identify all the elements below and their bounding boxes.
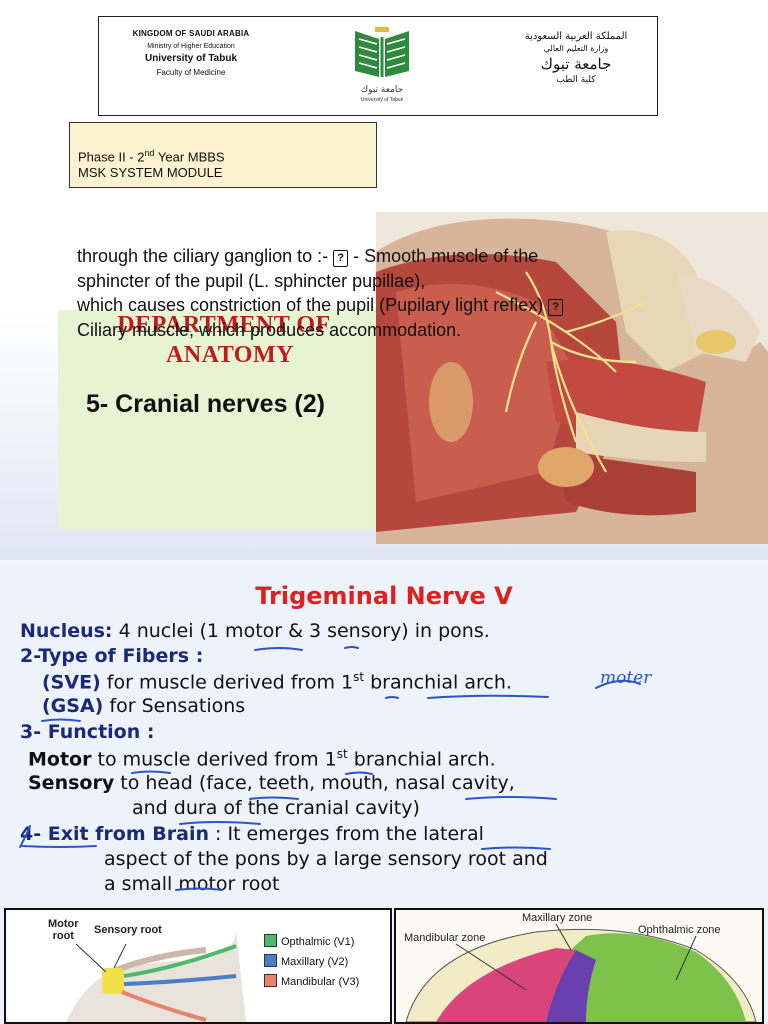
legend-label: Opthalmic (V1) <box>281 936 355 948</box>
sensory-label: Sensory <box>28 772 115 794</box>
department-line1: DEPARTMENT OF <box>117 312 331 338</box>
university-header: KINGDOM OF SAUDI ARABIA Ministry of High… <box>98 16 658 116</box>
overlay-line-3-a: which causes constriction of the pupil (… <box>77 295 549 315</box>
title-slide: KINGDOM OF SAUDI ARABIA Ministry of High… <box>0 0 768 560</box>
legend-swatch <box>264 974 277 987</box>
sensory-zones-figure: Maxillary zone Mandibular zone Ophthalmi… <box>394 908 764 1024</box>
ministry-name-arabic: وزارة التعليم العالي <box>543 44 609 53</box>
phase-info-box: Phase II - 2nd Year MBBS MSK SYSTEM MODU… <box>69 122 377 188</box>
logo-caption-arabic: جامعة تبوك <box>360 85 404 95</box>
overlay-line-1-b: - Smooth muscle of the <box>348 246 539 266</box>
motor-root-label: Motor root <box>48 918 79 942</box>
legend-opthalmic: Opthalmic (V1) <box>264 934 354 948</box>
exit-line: 4- Exit from Brain : It emerges from the… <box>20 823 484 845</box>
legend-label: Maxillary (V2) <box>281 956 349 968</box>
sve-text: for muscle derived from 1 <box>100 671 354 694</box>
sensory-line-2: and dura of the cranial cavity) <box>132 797 420 819</box>
sensory-line: Sensory to head (face, teeth, mouth, nas… <box>28 772 515 794</box>
university-name: University of Tabuk <box>144 53 238 64</box>
gsa-line: (GSA) for Sensations <box>42 695 245 717</box>
legend-maxillary: Maxillary (V2) <box>264 954 348 968</box>
sve-label: (SVE) <box>42 671 101 694</box>
overlay-text-block: through the ciliary ganglion to :- ? - S… <box>77 244 767 342</box>
faculty-name: Faculty of Medicine <box>156 68 226 77</box>
gsa-text: for Sensations <box>103 695 246 717</box>
maxillary-zone-label: Maxillary zone <box>522 912 593 924</box>
nucleus-label: Nucleus: <box>20 620 113 642</box>
exit-line-3: a small motor root <box>104 873 280 895</box>
overlay-line-4: Ciliary muscle, which produces accommoda… <box>77 319 462 340</box>
title-panel <box>58 310 376 530</box>
nucleus-text: 4 nuclei (1 motor & 3 sensory) in pons. <box>112 620 490 642</box>
legend-label: Mandibular (V3) <box>281 976 360 988</box>
overlay-line-3: which causes constriction of the pupil (… <box>77 293 767 318</box>
legend-mandibular: Mandibular (V3) <box>264 974 359 988</box>
mandibular-zone-label: Mandibular zone <box>404 932 486 944</box>
logo-caption-english: University of Tabuk <box>360 97 404 103</box>
motor-sup: st <box>336 747 348 761</box>
legend-swatch <box>264 954 277 967</box>
overlay-line-1: through the ciliary ganglion to :- ? - S… <box>77 244 767 269</box>
sve-line: (SVE) for muscle derived from 1st branch… <box>42 670 512 693</box>
motor-text-end: branchial arch. <box>347 748 496 771</box>
fibers-heading: 2-Type of Fibers : <box>20 645 204 667</box>
exit-line-2: aspect of the pons by a large sensory ro… <box>104 848 548 870</box>
overlay-line-1-a: through the ciliary ganglion to :- <box>77 246 334 266</box>
handwritten-note: moter <box>600 668 652 688</box>
header-left-block: KINGDOM OF SAUDI ARABIA Ministry of High… <box>121 29 261 77</box>
university-name-arabic: جامعة تبوك <box>540 55 612 73</box>
head-anatomy-illustration <box>376 212 768 544</box>
country-name-arabic: المملكة العربية السعودية <box>524 31 628 42</box>
phase-year: Year MBBS <box>154 149 225 165</box>
motor-root-label-line1: Motor <box>48 918 79 930</box>
motor-text: to muscle derived from 1 <box>91 748 337 771</box>
missing-glyph-icon: ? <box>548 299 564 316</box>
sve-text-end: branchial arch. <box>364 671 512 694</box>
department-line2: ANATOMY <box>166 342 294 368</box>
phase-text: Phase II - 2 <box>78 149 145 165</box>
ophthalmic-zone-label: Ophthalmic zone <box>638 924 721 936</box>
legend-swatch <box>264 934 277 947</box>
sve-sup: st <box>353 670 365 684</box>
ministry-name: Ministry of Higher Education <box>147 43 235 50</box>
phase-line: Phase II - 2nd Year MBBS <box>78 145 376 165</box>
motor-line: Motor to muscle derived from 1st branchi… <box>28 747 496 770</box>
phase-sup: nd <box>144 148 155 158</box>
motor-label: Motor <box>28 748 92 771</box>
motor-root-label-line2: root <box>52 930 74 942</box>
sensory-text: to head (face, teeth, mouth, nasal cavit… <box>114 772 515 794</box>
faculty-name-arabic: كلية الطب <box>556 75 596 85</box>
exit-label: 4- Exit from Brain <box>20 823 209 845</box>
nucleus-line: Nucleus: 4 nuclei (1 motor & 3 sensory) … <box>20 620 490 642</box>
header-right-block-arabic: المملكة العربية السعودية وزارة التعليم ا… <box>511 31 641 85</box>
trigeminal-divisions-figure: Motor root Sensory root Opthalmic (V1) M… <box>4 908 392 1024</box>
lecture-title: 5- Cranial nerves (2) <box>86 390 325 418</box>
sensory-root-label: Sensory root <box>94 924 162 936</box>
gsa-label: (GSA) <box>42 695 104 717</box>
function-heading: 3- Function : <box>20 721 155 743</box>
country-name: KINGDOM OF SAUDI ARABIA <box>132 29 250 38</box>
module-line: MSK SYSTEM MODULE <box>78 165 223 181</box>
department-title: DEPARTMENT OF ANATOMY <box>104 310 344 370</box>
exit-text: : It emerges from the lateral <box>208 823 484 845</box>
slide-title: Trigeminal Nerve V <box>255 582 513 610</box>
missing-glyph-icon: ? <box>333 250 349 267</box>
overlay-line-2: sphincter of the pupil (L. sphincter pup… <box>77 270 426 291</box>
university-logo: جامعة تبوك University of Tabuk <box>347 25 417 109</box>
